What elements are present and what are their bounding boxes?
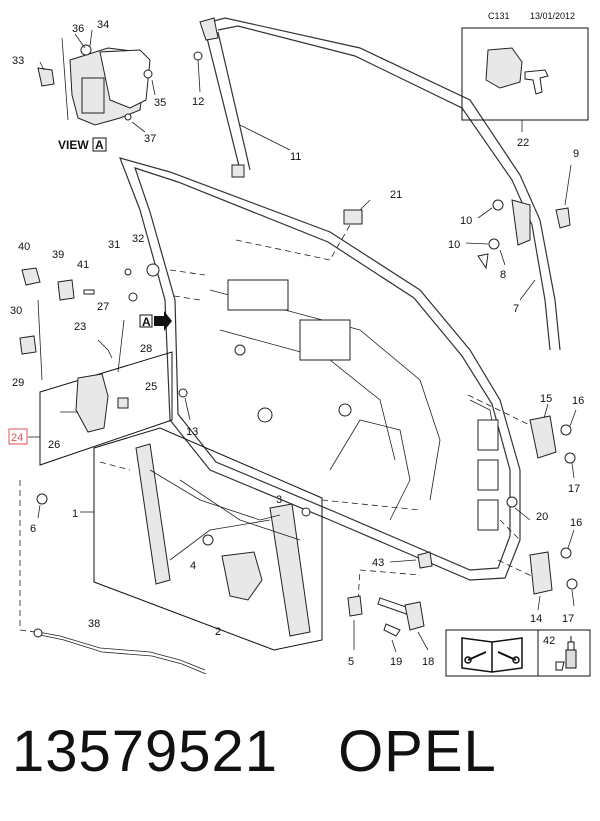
callout-37: 37 <box>144 133 156 145</box>
leader-20 <box>499 519 521 541</box>
footer-part-info: 13579521 OPEL <box>12 718 592 798</box>
callout-13: 13 <box>186 426 198 438</box>
callout-31: 31 <box>108 239 120 251</box>
callout-14: 14 <box>530 613 542 625</box>
hinge-lower: 16 14 17 <box>529 517 582 625</box>
brand-name: OPEL <box>338 719 497 784</box>
callout-12: 12 <box>192 96 204 108</box>
leader-1 <box>99 461 131 471</box>
callout-23: 23 <box>74 321 86 333</box>
callout-40: 40 <box>18 241 30 253</box>
callout-35: 35 <box>154 97 166 109</box>
lock-group-24: 25 26 24 <box>8 351 173 466</box>
callout-41: 41 <box>77 259 89 271</box>
callout-16-upper: 16 <box>572 395 584 407</box>
callout-9: 9 <box>573 148 579 160</box>
callout-25: 25 <box>145 381 157 393</box>
callout-6: 6 <box>30 523 36 535</box>
part-number: 13579521 <box>12 719 279 784</box>
leader-5 <box>357 569 421 601</box>
callout-4: 4 <box>190 560 196 572</box>
front-channel-parts: 9 10 10 8 7 <box>448 148 579 315</box>
hinge-upper: 15 16 17 <box>529 393 584 495</box>
lubricant-icon <box>555 636 577 671</box>
callout-11: 11 <box>290 151 301 163</box>
callout-34: 34 <box>97 19 109 31</box>
part-20: 20 <box>506 496 548 523</box>
callout-22: 22 <box>517 137 529 149</box>
part-21: 21 <box>343 189 402 225</box>
lock-assembly-view: 33 36 34 35 37 VIEW A <box>12 19 166 152</box>
drawing-date: 13/01/2012 <box>530 11 575 21</box>
callout-36: 36 <box>72 23 84 35</box>
callout-24: 24 <box>11 432 23 444</box>
callout-8: 8 <box>500 269 506 281</box>
drawing-code: C131 <box>488 11 510 21</box>
callout-19: 19 <box>390 656 402 668</box>
exploded-door-diagram: C131 13/01/2012 33 36 34 35 37 VIEW A <box>8 11 591 677</box>
leader-21 <box>235 224 351 261</box>
leader-3 <box>321 499 421 511</box>
callout-33: 33 <box>12 55 24 67</box>
leader-32 <box>169 269 206 276</box>
callout-21: 21 <box>390 189 402 201</box>
view-letter-box <box>92 137 107 152</box>
inset-part-22: 22 <box>461 27 589 149</box>
window-regulator-group: 1 3 4 2 <box>72 427 323 651</box>
callout-39: 39 <box>52 249 64 261</box>
callout-16-lower: 16 <box>570 517 582 529</box>
callout-10-lower: 10 <box>448 239 460 251</box>
view-arrow-a: A <box>139 311 172 331</box>
callout-10-upper: 10 <box>460 215 472 227</box>
callout-18: 18 <box>422 656 434 668</box>
view-label: VIEW <box>58 138 89 152</box>
door-shell <box>119 157 521 581</box>
leader-27 <box>173 295 201 301</box>
callout-28: 28 <box>140 343 152 355</box>
callout-42: 42 <box>543 635 555 647</box>
callout-32: 32 <box>132 233 144 245</box>
callout-27: 27 <box>97 301 109 313</box>
leader-cable <box>19 480 36 633</box>
part-43: 43 <box>372 551 433 569</box>
check-strap-parts: 19 18 5 <box>347 595 434 668</box>
callout-17-upper: 17 <box>568 483 580 495</box>
callout-2: 2 <box>215 626 221 638</box>
left-small-parts: 40 39 41 31 32 27 30 23 28 29 <box>10 233 160 389</box>
callout-17-lower: 17 <box>562 613 574 625</box>
callout-15: 15 <box>540 393 552 405</box>
manual-tool-icon <box>461 637 523 673</box>
view-letter: A <box>95 138 104 152</box>
part-6: 6 <box>30 493 48 535</box>
leader-14 <box>497 559 541 581</box>
callout-1: 1 <box>72 508 78 520</box>
window-frame: 11 12 <box>192 17 561 351</box>
callout-30: 30 <box>10 305 22 317</box>
callout-29: 29 <box>12 377 24 389</box>
arrow-letter: A <box>142 315 151 329</box>
callout-7: 7 <box>513 303 519 315</box>
highlight-box-24 <box>8 428 28 445</box>
callout-43: 43 <box>372 557 384 569</box>
part-13: 13 <box>178 388 198 438</box>
callout-5: 5 <box>348 656 354 668</box>
callout-26: 26 <box>48 439 60 451</box>
lubricant-icon-box: 42 <box>537 629 591 677</box>
tool-icon-box <box>445 629 539 677</box>
leader-15 <box>467 394 541 431</box>
callout-3: 3 <box>276 494 282 506</box>
callout-20: 20 <box>536 511 548 523</box>
cable-38: 38 <box>33 618 207 675</box>
callout-38: 38 <box>88 618 100 630</box>
